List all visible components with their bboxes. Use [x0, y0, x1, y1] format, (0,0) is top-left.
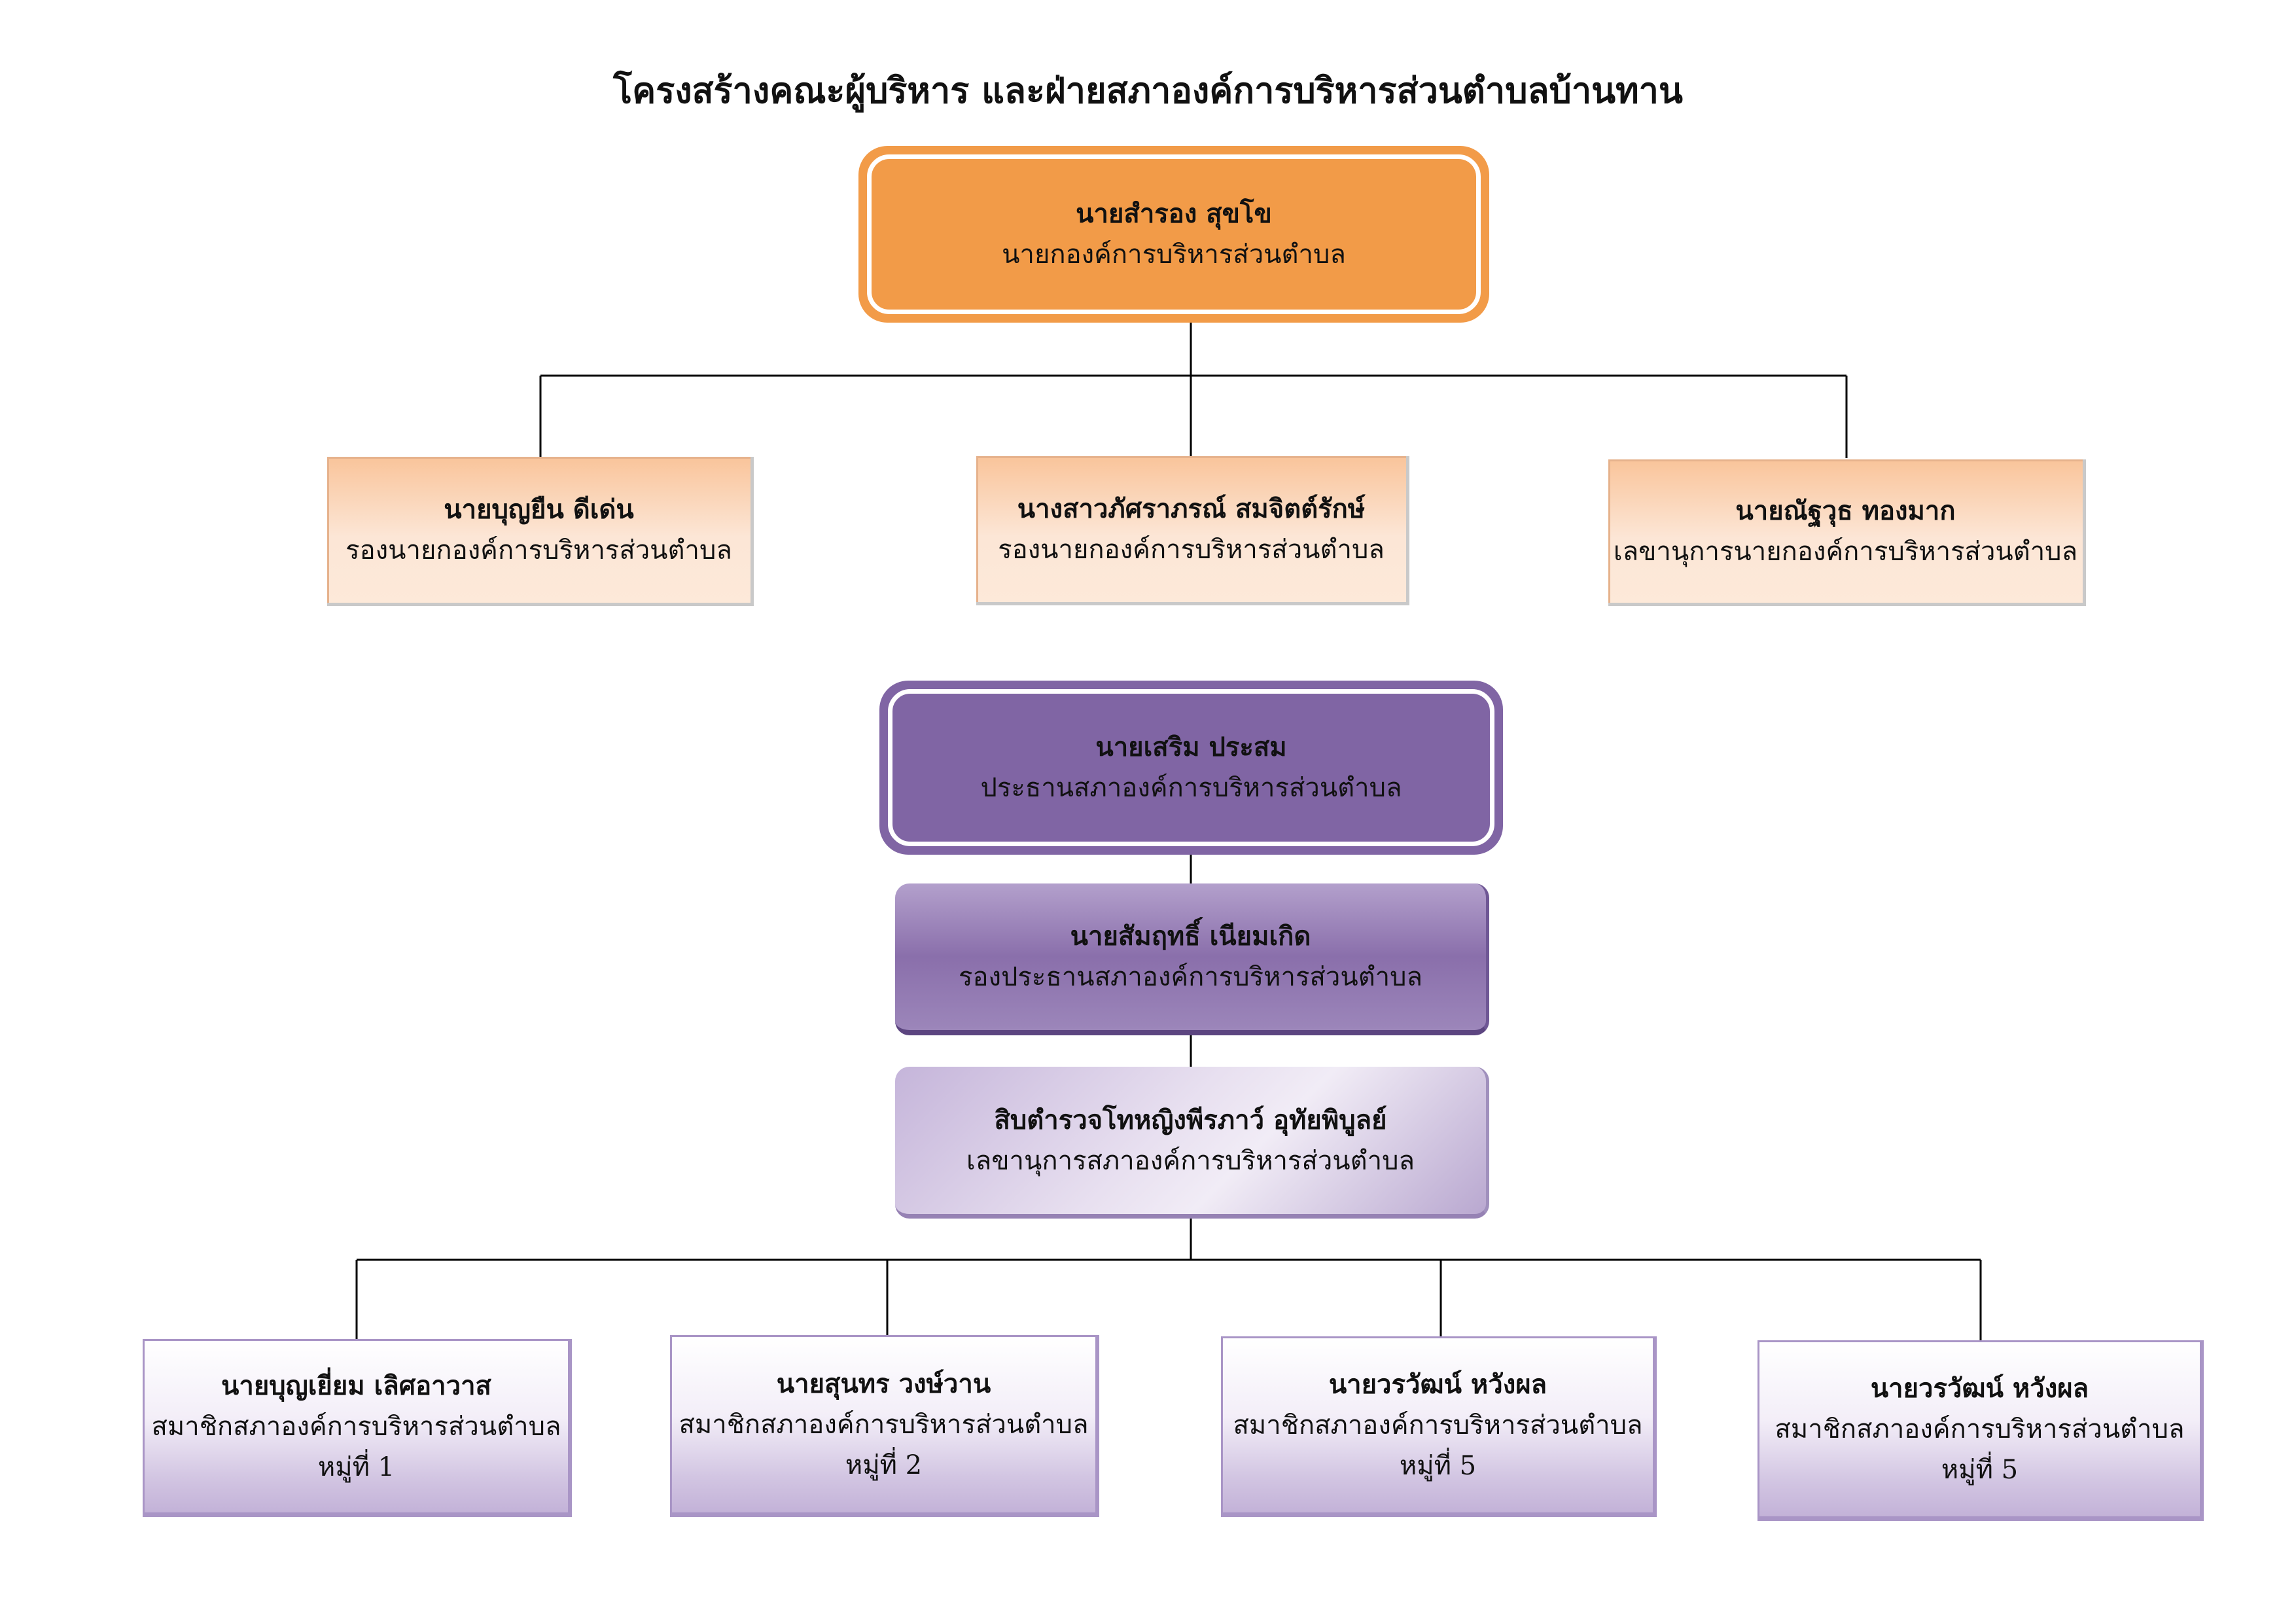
member-role: สมาชิกสภาองค์การบริหารส่วนตำบล: [1233, 1410, 1643, 1440]
mayor-box: นายสำรอง สุขโข นายกองค์การบริหารส่วนตำบล: [858, 146, 1489, 323]
mayor-name: นายสำรอง สุขโข: [1076, 198, 1272, 229]
deputy-name: นางสาวภัศราภรณ์ สมจิตต์รักษ์: [1017, 493, 1366, 524]
deputy-name: นายณัฐวุธ ทองมาก: [1735, 495, 1956, 526]
member-box-1: นายบุญเยี่ยม เลิศอาวาส สมาชิกสภาองค์การบ…: [143, 1339, 572, 1517]
member-village: หมู่ที่ 5: [1399, 1451, 1477, 1481]
member-name: นายวรวัฒน์ หวังผล: [1870, 1373, 2089, 1404]
chair-role: ประธานสภาองค์การบริหารส่วนตำบล: [980, 773, 1402, 803]
deputy-role: เลขานุการนายกองค์การบริหารส่วนตำบล: [1613, 536, 2078, 567]
deputy-role: รองนายกองค์การบริหารส่วนตำบล: [345, 535, 732, 565]
member-box-3: นายวรวัฒน์ หวังผล สมาชิกสภาองค์การบริหาร…: [1221, 1336, 1657, 1517]
council-secretary-box: สิบตำรวจโทหญิงพีรภาว์ อุทัยพิบูลย์ เลขาน…: [895, 1067, 1489, 1219]
member-name: นายสุนทร วงษ์วาน: [776, 1368, 991, 1399]
member-box-4: นายวรวัฒน์ หวังผล สมาชิกสภาองค์การบริหาร…: [1757, 1340, 2204, 1521]
member-village: หมู่ที่ 5: [1941, 1455, 2019, 1485]
secretary-role: เลขานุการสภาองค์การบริหารส่วนตำบล: [966, 1145, 1415, 1176]
deputy-name: นายบุญยืน ดีเด่น: [444, 493, 634, 525]
deputy-box-1: นายบุญยืน ดีเด่น รองนายกองค์การบริหารส่ว…: [327, 457, 754, 606]
member-village: หมู่ที่ 1: [317, 1452, 395, 1482]
chart-title: โครงสร้างคณะผู้บริหาร และฝ่ายสภาองค์การบ…: [613, 69, 1683, 111]
vice-chair-role: รองประธานสภาองค์การบริหารส่วนตำบล: [958, 962, 1423, 992]
vice-chair-name: นายสัมฤทธิ์ เนียมเกิด: [1070, 921, 1311, 952]
member-box-2: นายสุนทร วงษ์วาน สมาชิกสภาองค์การบริหารส…: [670, 1335, 1099, 1517]
member-role: สมาชิกสภาองค์การบริหารส่วนตำบล: [1775, 1414, 2185, 1444]
deputy-box-3: นายณัฐวุธ ทองมาก เลขานุการนายกองค์การบริ…: [1608, 459, 2086, 606]
member-name: นายบุญเยี่ยม เลิศอาวาส: [221, 1370, 491, 1401]
member-name: นายวรวัฒน์ หวังผล: [1328, 1369, 1547, 1400]
council-chair-box: นายเสริม ประสม ประธานสภาองค์การบริหารส่ว…: [879, 681, 1503, 855]
member-role: สมาชิกสภาองค์การบริหารส่วนตำบล: [679, 1410, 1089, 1440]
deputy-box-2: นางสาวภัศราภรณ์ สมจิตต์รักษ์ รองนายกองค์…: [976, 456, 1409, 605]
secretary-name: สิบตำรวจโทหญิงพีรภาว์ อุทัยพิบูลย์: [994, 1104, 1387, 1135]
chair-name: นายเสริม ประสม: [1095, 732, 1287, 762]
deputy-role: รองนายกองค์การบริหารส่วนตำบล: [998, 534, 1385, 565]
vice-chair-box: นายสัมฤทธิ์ เนียมเกิด รองประธานสภาองค์กา…: [895, 883, 1489, 1035]
member-role: สมาชิกสภาองค์การบริหารส่วนตำบล: [151, 1412, 561, 1442]
member-village: หมู่ที่ 2: [845, 1450, 923, 1480]
mayor-role: นายกองค์การบริหารส่วนตำบล: [1002, 240, 1346, 270]
